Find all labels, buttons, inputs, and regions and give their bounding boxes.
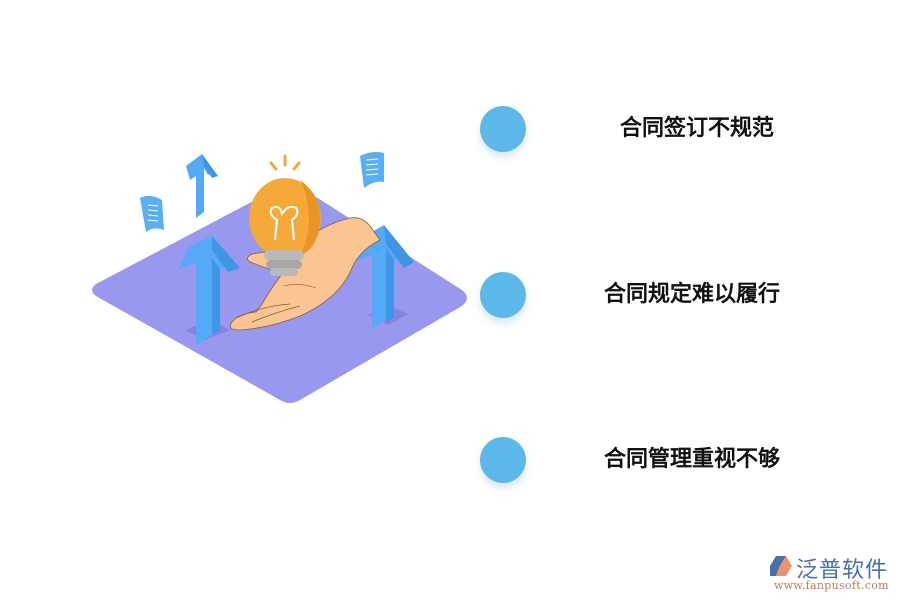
document-icon bbox=[360, 152, 384, 188]
arrow-up-icon bbox=[186, 154, 218, 218]
hand-icon bbox=[229, 217, 381, 331]
light-bulb-icon bbox=[249, 154, 321, 276]
brand-logo: 泛普软件 www.fanpusoft.com bbox=[768, 552, 896, 596]
brand-url: www.fanpusoft.com bbox=[774, 579, 889, 592]
item-label: 合同规定难以履行 bbox=[604, 282, 781, 307]
arrow-up-icon bbox=[178, 236, 240, 345]
list-item: 合同签订不规范 bbox=[478, 104, 878, 154]
item-label: 合同管理重视不够 bbox=[604, 447, 781, 472]
item-label: 合同签订不规范 bbox=[620, 116, 775, 141]
fanpu-logo-icon bbox=[770, 556, 792, 576]
list-item: 合同管理重视不够 bbox=[478, 435, 878, 485]
list-item: 合同规定难以履行 bbox=[478, 270, 878, 320]
bullet-circle bbox=[480, 437, 526, 483]
brand-name: 泛普软件 bbox=[796, 558, 889, 583]
bullet-circle bbox=[480, 106, 526, 152]
document-icon bbox=[140, 195, 164, 232]
arrow-up-icon bbox=[356, 225, 414, 328]
bullet-circle bbox=[480, 272, 526, 318]
